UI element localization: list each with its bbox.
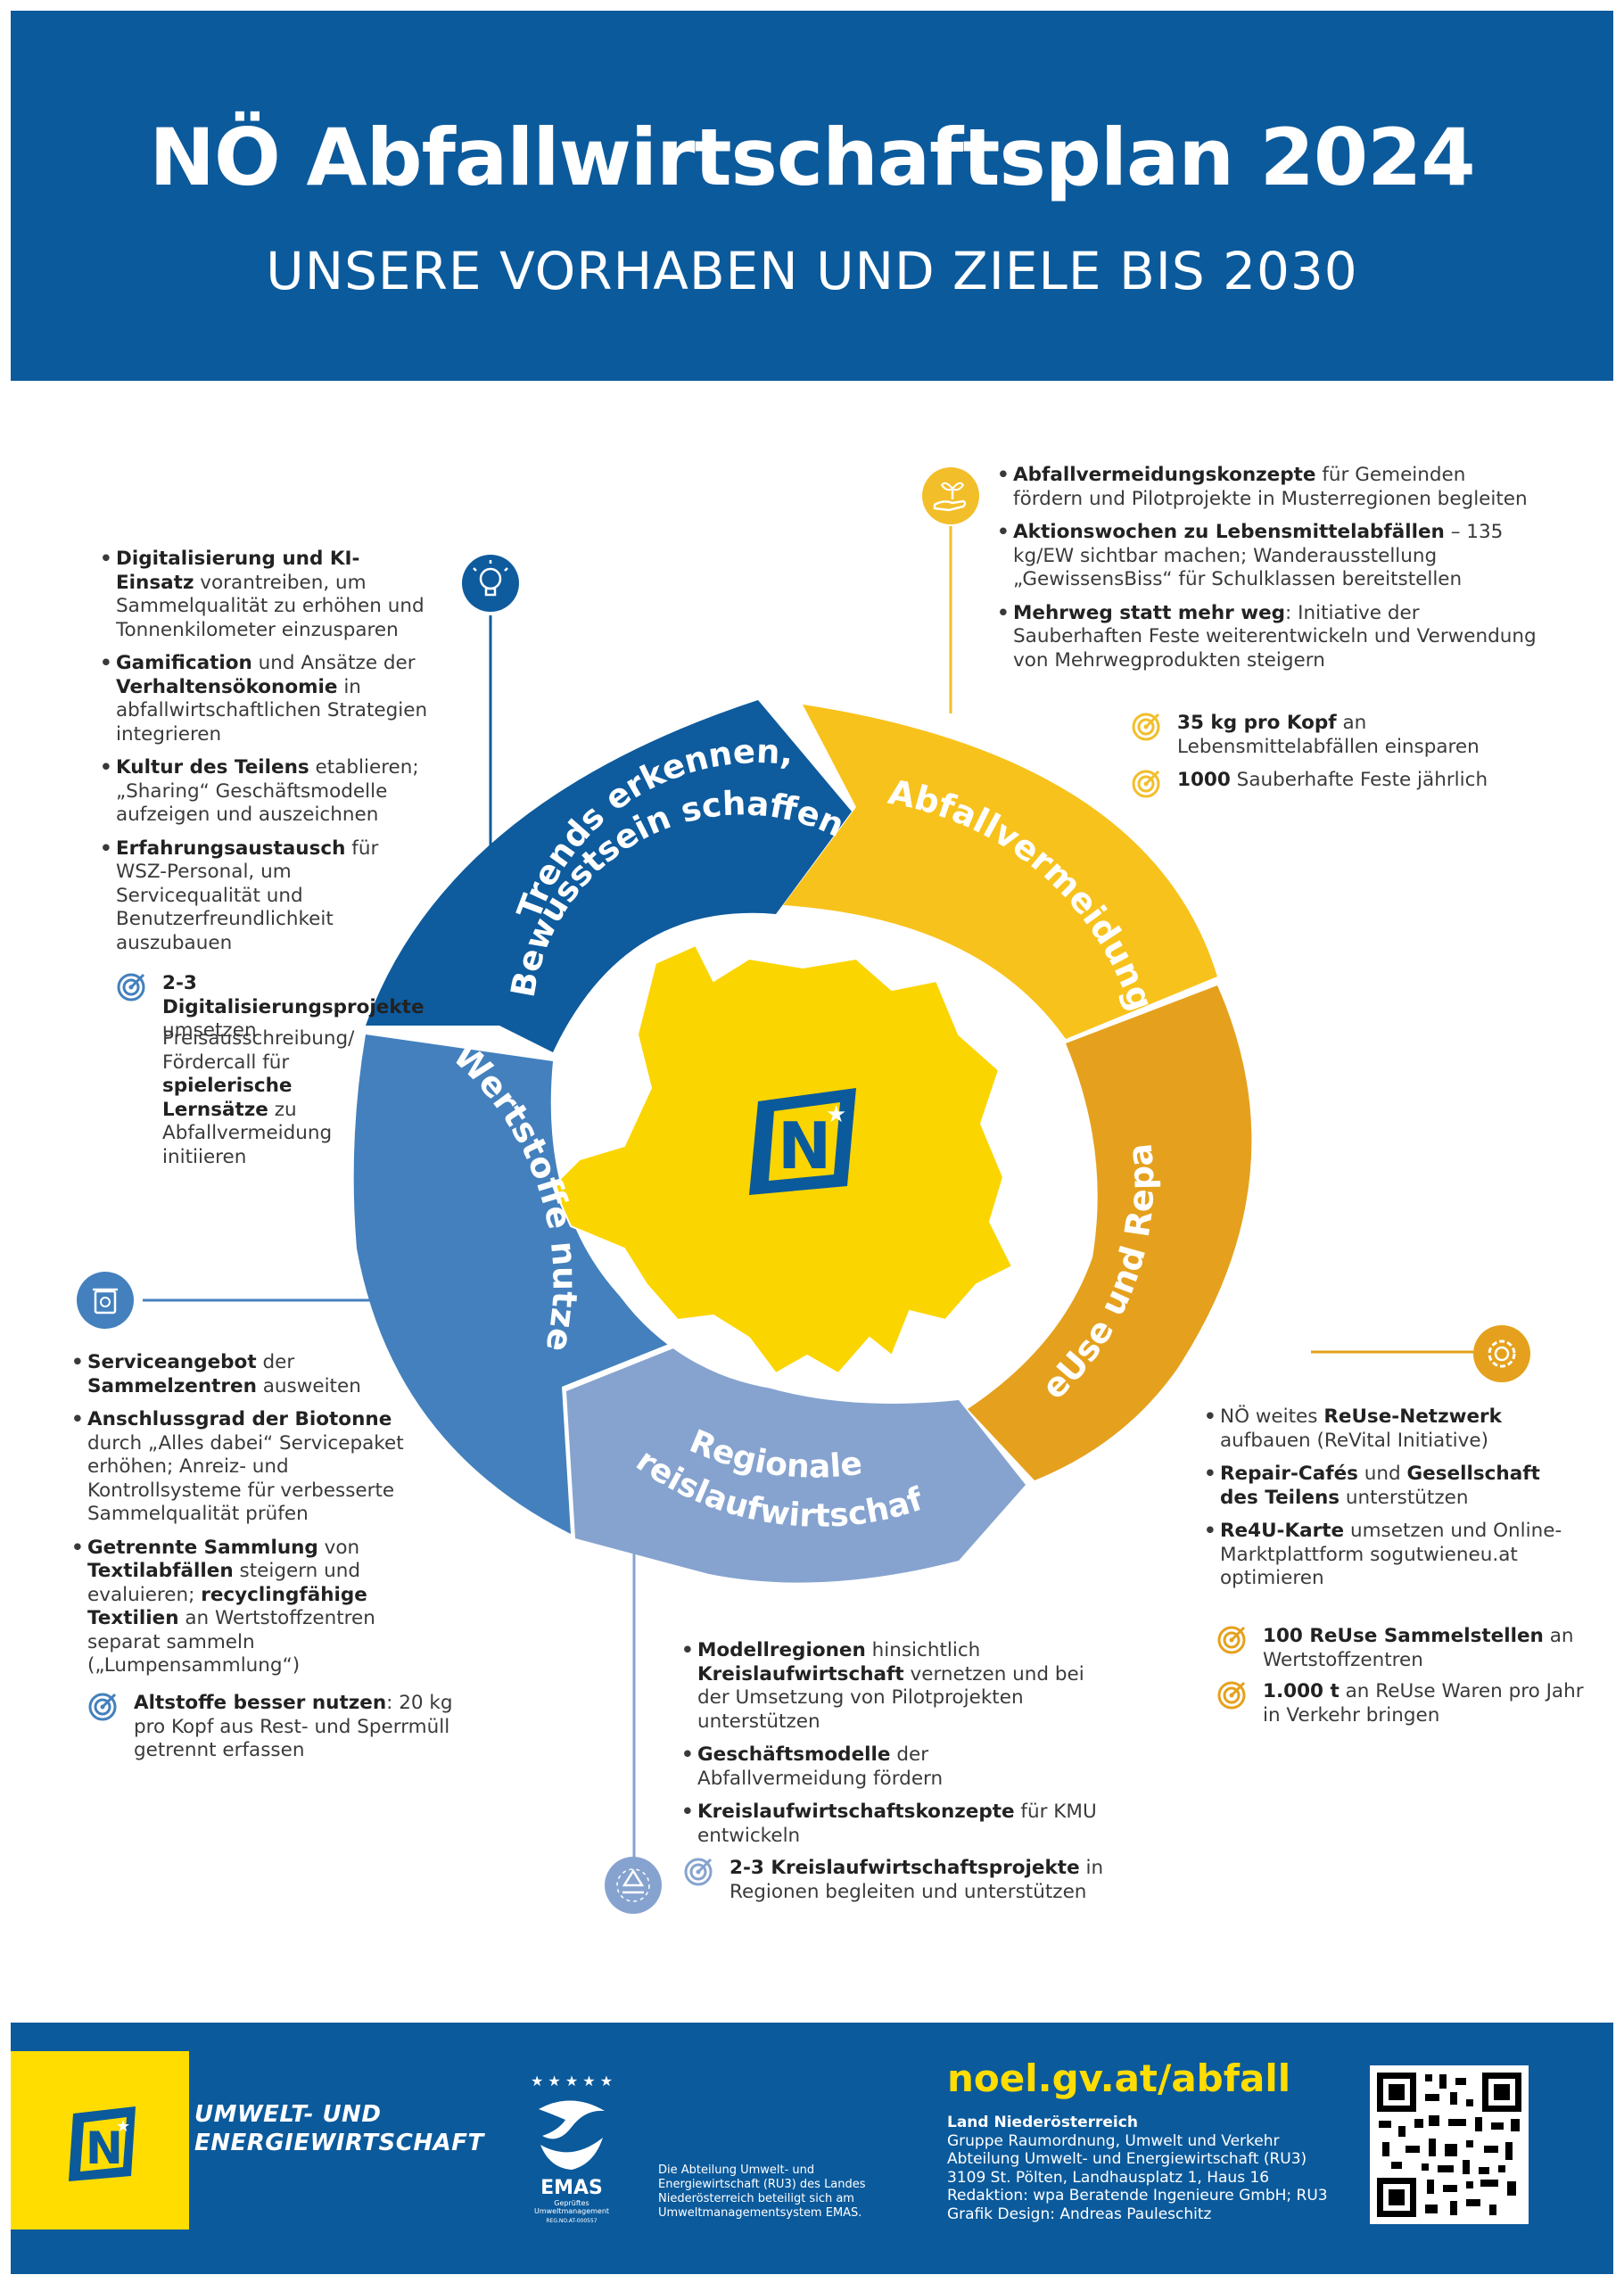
target-icon xyxy=(1217,1681,1246,1710)
list-item: Re4U-Karte umsetzen und Online-Marktplat… xyxy=(1204,1520,1570,1591)
emas-description: Die Abteilung Umwelt- und Energiewirtsch… xyxy=(658,2163,866,2220)
vermeidung-goal-2: 1000 Sauberhafte Feste jährlich xyxy=(1131,769,1587,798)
svg-text:Geprüftes: Geprüftes xyxy=(554,2199,589,2207)
segment-vermeidung xyxy=(783,705,1217,1039)
gear-leaf-icon xyxy=(1473,1325,1530,1382)
list-item: Kultur des Teilens etablieren; „Sharing“… xyxy=(100,756,430,828)
svg-text:N: N xyxy=(86,2122,123,2174)
trends-goal-1: 2-3 Digitalisierungsprojekte umsetzen xyxy=(116,972,430,1043)
noe-logo-center: N ★ xyxy=(749,1088,856,1195)
svg-text:N: N xyxy=(778,1109,831,1183)
list-item: Gamification und Ansätze der Verhaltensö… xyxy=(100,652,430,746)
page-title: NÖ Abfallwirtschaftsplan 2024 xyxy=(149,111,1475,203)
regional-goal-1: 2-3 Kreislaufwirtschaftsprojekte in Regi… xyxy=(683,1857,1104,1904)
header-banner xyxy=(11,11,1613,381)
list-item: NÖ weites ReUse-Netzwerk aufbauen (ReVit… xyxy=(1204,1405,1570,1453)
target-icon xyxy=(1132,713,1160,741)
svg-text:REG.NO.AT-000557: REG.NO.AT-000557 xyxy=(546,2218,597,2224)
list-item: Kreislaufwirtschaftskonzepte für KMU ent… xyxy=(681,1801,1101,1848)
svg-text:Umweltmanagement: Umweltmanagement xyxy=(534,2207,609,2215)
footer xyxy=(11,2023,1613,2274)
list-item: Getrennte Sammlung von Textilabfällen st… xyxy=(71,1537,415,1678)
page-subtitle: UNSERE VORHABEN UND ZIELE BIS 2030 xyxy=(266,241,1358,301)
footer-address: Land Niederösterreich Gruppe Raumordnung… xyxy=(947,2114,1328,2223)
list-item: Digitalisierung und KI-Einsatz vorantrei… xyxy=(100,548,430,642)
emas-logo: ★ ★ ★ ★ ★ EMAS Geprüftes Umweltmanagemen… xyxy=(523,2056,621,2225)
target-icon xyxy=(1217,1626,1246,1654)
reuse-measures: NÖ weites ReUse-Netzwerk aufbauen (ReVit… xyxy=(1204,1405,1570,1601)
target-icon xyxy=(117,973,145,1001)
trends-goal-2: Preisausschreibung/ Fördercall für spiel… xyxy=(162,1027,355,1168)
wertstoffe-goal-1: Altstoffe besser nutzen: 20 kg pro Kopf … xyxy=(87,1692,455,1763)
cycle-wheel: N ★ Trends erkennen, Bewusstsein schaffe… xyxy=(339,678,1252,1583)
list-item: Abfallvermeidungskonzepte für Gemeinden … xyxy=(997,464,1541,511)
vermeidung-goal-1: 35 kg pro Kopf an Lebensmittelabfällen e… xyxy=(1131,712,1552,759)
trends-measures: Digitalisierung und KI-Einsatz vorantrei… xyxy=(100,548,430,965)
svg-text:★: ★ xyxy=(826,1101,846,1128)
qr-code[interactable] xyxy=(1370,2065,1529,2224)
hand-plant-icon xyxy=(922,467,979,524)
segment-reuse xyxy=(968,985,1252,1480)
segment-regional xyxy=(566,1347,1026,1583)
list-item: Mehrweg statt mehr weg: Initiative der S… xyxy=(997,602,1541,673)
regional-measures: Modellregionen hinsichtlich Kreislaufwir… xyxy=(681,1639,1101,1858)
list-item: Serviceangebot der Sammelzentren ausweit… xyxy=(71,1351,415,1398)
segment-wertstoffe xyxy=(353,1034,673,1534)
footer-department: UMWELT- UND ENERGIEWIRTSCHAFT xyxy=(194,2101,484,2156)
target-icon xyxy=(88,1693,117,1721)
recycle-arrows-icon xyxy=(605,1857,662,1914)
segment-trends xyxy=(366,700,852,1052)
footer-logo: N ★ xyxy=(11,2051,189,2229)
list-item: Anschlussgrad der Biotonne durch „Alles … xyxy=(71,1408,415,1527)
svg-text:★ ★ ★ ★ ★: ★ ★ ★ ★ ★ xyxy=(531,2073,613,2089)
target-icon xyxy=(684,1858,713,1886)
vermeidung-measures: Abfallvermeidungskonzepte für Gemeinden … xyxy=(997,464,1541,682)
footer-url-link[interactable]: noel.gv.at/abfall xyxy=(947,2056,1291,2100)
noe-logo-icon: N ★ xyxy=(69,2106,136,2181)
recycling-bin-icon xyxy=(77,1272,134,1329)
reuse-goal-2: 1.000 t an ReUse Waren pro Jahr in Verke… xyxy=(1216,1680,1584,1727)
wertstoffe-measures: Serviceangebot der Sammelzentren ausweit… xyxy=(71,1351,415,1688)
list-item: Erfahrungsaustausch für WSZ-Personal, um… xyxy=(100,837,430,956)
list-item: Repair-Cafés und Gesellschaft des Teilen… xyxy=(1204,1463,1570,1510)
list-item: Modellregionen hinsichtlich Kreislaufwir… xyxy=(681,1639,1101,1734)
target-icon xyxy=(1132,770,1160,798)
list-item: Geschäftsmodelle der Abfallvermeidung fö… xyxy=(681,1743,1101,1791)
list-item: Aktionswochen zu Lebensmittelabfällen – … xyxy=(997,521,1541,592)
reuse-goal-1: 100 ReUse Sammelstellen an Wertstoffzent… xyxy=(1216,1625,1584,1672)
lightbulb-icon xyxy=(462,555,519,612)
svg-text:EMAS: EMAS xyxy=(540,2177,603,2199)
svg-text:★: ★ xyxy=(116,2117,130,2136)
